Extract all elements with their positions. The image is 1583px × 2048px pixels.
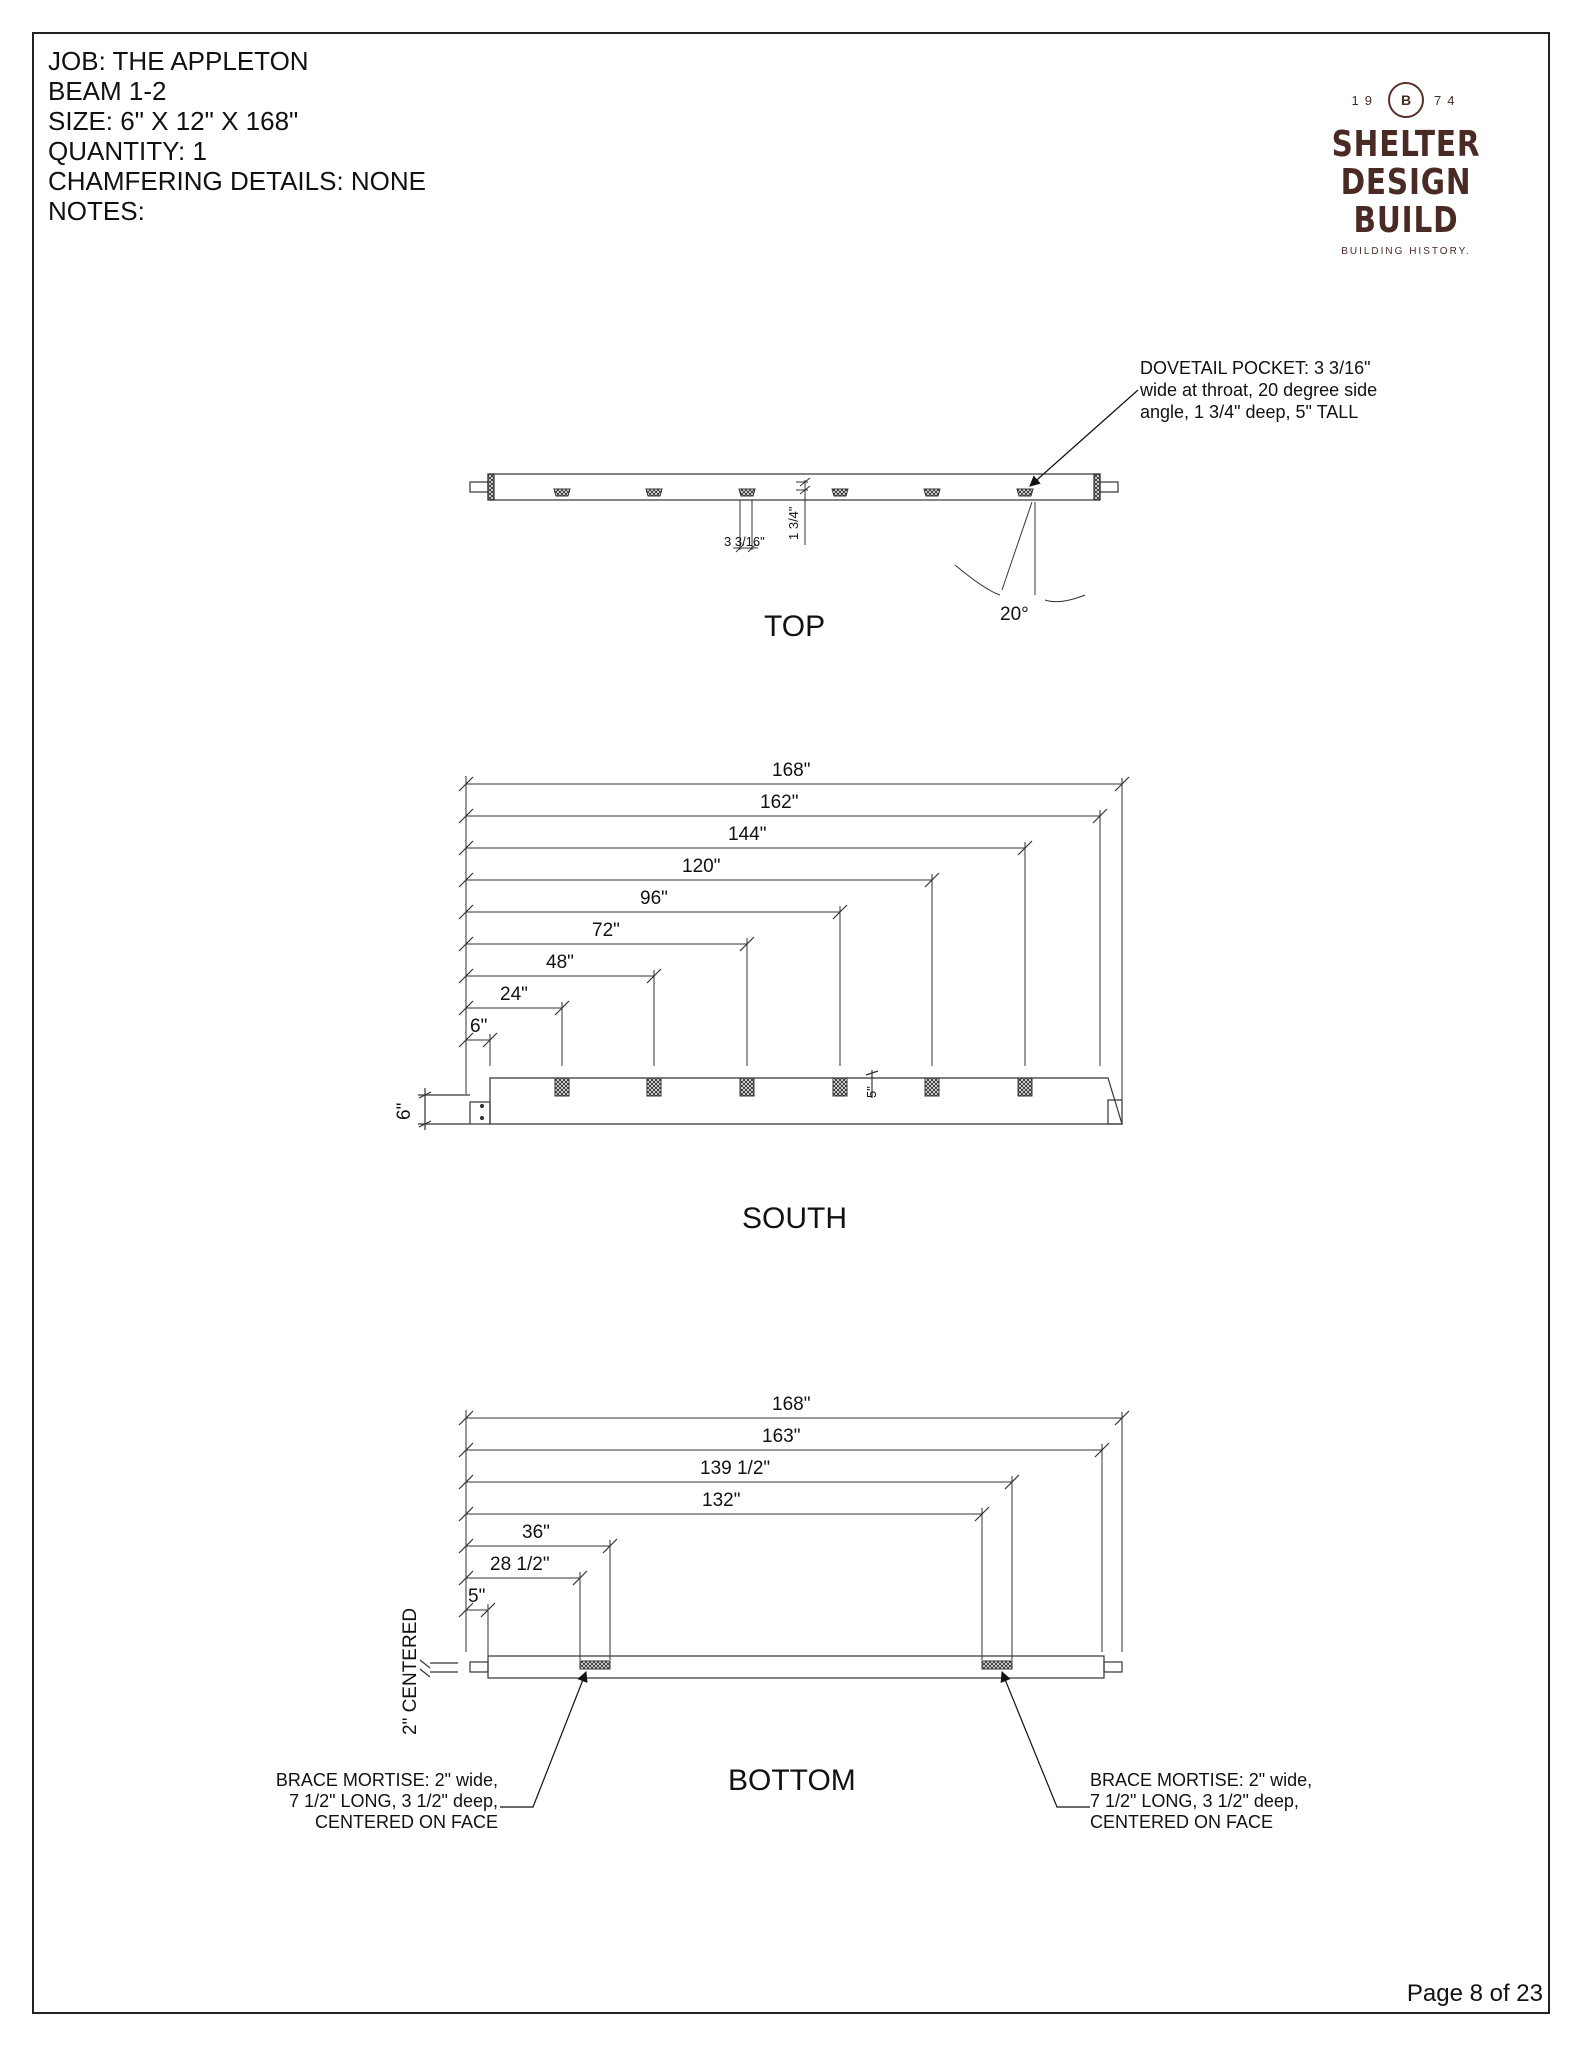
bottom-right-note-2: 7 1/2" LONG, 3 1/2" deep, (1090, 1791, 1299, 1811)
logo-tagline: BUILDING HISTORY. (1341, 246, 1471, 257)
logo-line-1: SHELTER (1331, 124, 1481, 165)
page-number: Page 8 of 23 (1406, 1980, 1543, 2007)
south-dim-label-6: 72" (592, 920, 620, 941)
logo-seal-icon: B (1388, 82, 1424, 118)
chamfering-line: CHAMFERING DETAILS: NONE (48, 166, 427, 196)
top-callout-leader (1029, 389, 1139, 487)
bottom-left-note-3: CENTERED ON FACE (315, 1812, 498, 1832)
bottom-right-note-1: BRACE MORTISE: 2" wide, (1090, 1770, 1312, 1790)
south-pocket-2 (646, 1077, 662, 1097)
south-dim-label-4: 120" (682, 856, 720, 877)
south-dim-label-1: 168" (772, 760, 810, 781)
top-dim-depth: 1 3/4" (786, 506, 801, 540)
dovetail-pocket-1 (553, 488, 571, 497)
south-tenon-left (469, 1101, 491, 1125)
top-view (469, 473, 1119, 501)
bottom-dim-label-7: 5" (468, 1586, 485, 1607)
bottom-right-leader (1000, 1670, 1090, 1808)
bottom-centered-label: 2" CENTERED (400, 1608, 421, 1735)
top-tenon-right (1099, 481, 1119, 493)
bottom-left-leader (500, 1670, 588, 1808)
bottom-dim-label-6: 28 1/2" (490, 1554, 550, 1575)
notes-line: NOTES: (48, 196, 145, 226)
south-dim-pocket: 5" (864, 1086, 879, 1098)
size-line: SIZE: 6" X 12" X 168" (48, 106, 299, 136)
bottom-beam-body (487, 1655, 1105, 1679)
bottom-tenon-right (1103, 1661, 1123, 1673)
south-dim-label-3: 144" (728, 824, 766, 845)
south-pocket-5 (924, 1077, 940, 1097)
bottom-left-note-1: BRACE MORTISE: 2" wide, (276, 1770, 498, 1790)
south-view-title: SOUTH (742, 1202, 847, 1235)
south-dim-label-8: 24" (500, 984, 528, 1005)
brace-mortise-left (579, 1660, 611, 1670)
quantity-line: QUANTITY: 1 (48, 136, 207, 166)
south-dim-height: 6" (394, 1103, 415, 1120)
top-end-right (1093, 473, 1101, 501)
dovetail-pocket-2 (645, 488, 663, 497)
south-pockets (554, 1077, 1033, 1097)
bottom-dim-label-5: 36" (522, 1522, 550, 1543)
bottom-dim-label-2: 163" (762, 1426, 800, 1447)
bottom-dimensions: 168" 163" 139 1/2" 132" 36" 28 1/2"5" (458, 1394, 1130, 1660)
dovetail-pocket-5 (923, 488, 941, 497)
top-view-title: TOP (764, 610, 825, 643)
top-callout-line-1: DOVETAIL POCKET: 3 3/16" (1140, 358, 1370, 378)
top-dim-width: 3 3/16" (724, 534, 765, 549)
top-dim-angle: 20° (1000, 604, 1029, 625)
bottom-dim-label-3: 139 1/2" (700, 1458, 770, 1479)
dovetail-pockets (553, 488, 1034, 497)
top-callout-line-2: wide at throat, 20 degree side (1139, 380, 1377, 400)
top-beam-body (487, 473, 1101, 501)
beam-line: BEAM 1-2 (48, 76, 167, 106)
south-dim-label-9: 6" (470, 1016, 487, 1037)
bottom-left-note-2: 7 1/2" LONG, 3 1/2" deep, (289, 1791, 498, 1811)
south-pocket-3 (739, 1077, 755, 1097)
south-dim-label-5: 96" (640, 888, 668, 909)
dovetail-pocket-4 (831, 488, 849, 497)
company-logo: 19 B 74 SHELTER DESIGN BUILD BUILDING HI… (1290, 80, 1522, 257)
job-line: JOB: THE APPLETON (48, 46, 309, 76)
bottom-view-title: BOTTOM (728, 1764, 856, 1797)
brace-mortise-right (981, 1660, 1013, 1670)
south-pocket-4 (832, 1077, 848, 1097)
page-border (32, 32, 1550, 2014)
top-callout-line-3: angle, 1 3/4" deep, 5" TALL (1140, 402, 1358, 422)
dovetail-pocket-3 (738, 488, 756, 497)
bottom-right-note-3: CENTERED ON FACE (1090, 1812, 1273, 1832)
south-tenon-right (1107, 1099, 1123, 1125)
south-pocket-1 (554, 1077, 570, 1097)
top-end-left (487, 473, 495, 501)
top-tenon-left (469, 481, 489, 493)
south-dim-label-2: 162" (760, 792, 798, 813)
south-dim-label-7: 48" (546, 952, 574, 973)
south-dimensions: 168" 162" 144" 120" 96" 72" 48" 24" 6" (458, 760, 1130, 1124)
dovetail-pocket-6 (1016, 488, 1034, 497)
logo-line-2: DESIGN BUILD (1340, 162, 1472, 241)
bottom-dim-label-4: 132" (702, 1490, 740, 1511)
south-pocket-6 (1017, 1077, 1033, 1097)
bottom-tenon-left (469, 1661, 489, 1673)
bottom-view (419, 1655, 1123, 1679)
bottom-dim-label-1: 168" (772, 1394, 810, 1415)
title-block: JOB: THE APPLETON BEAM 1-2 SIZE: 6" X 12… (48, 46, 426, 226)
south-view (418, 1070, 1123, 1130)
logo-year-left: 19 (1351, 92, 1378, 108)
logo-year-right: 74 (1434, 92, 1461, 108)
top-dimensions (733, 477, 1086, 603)
